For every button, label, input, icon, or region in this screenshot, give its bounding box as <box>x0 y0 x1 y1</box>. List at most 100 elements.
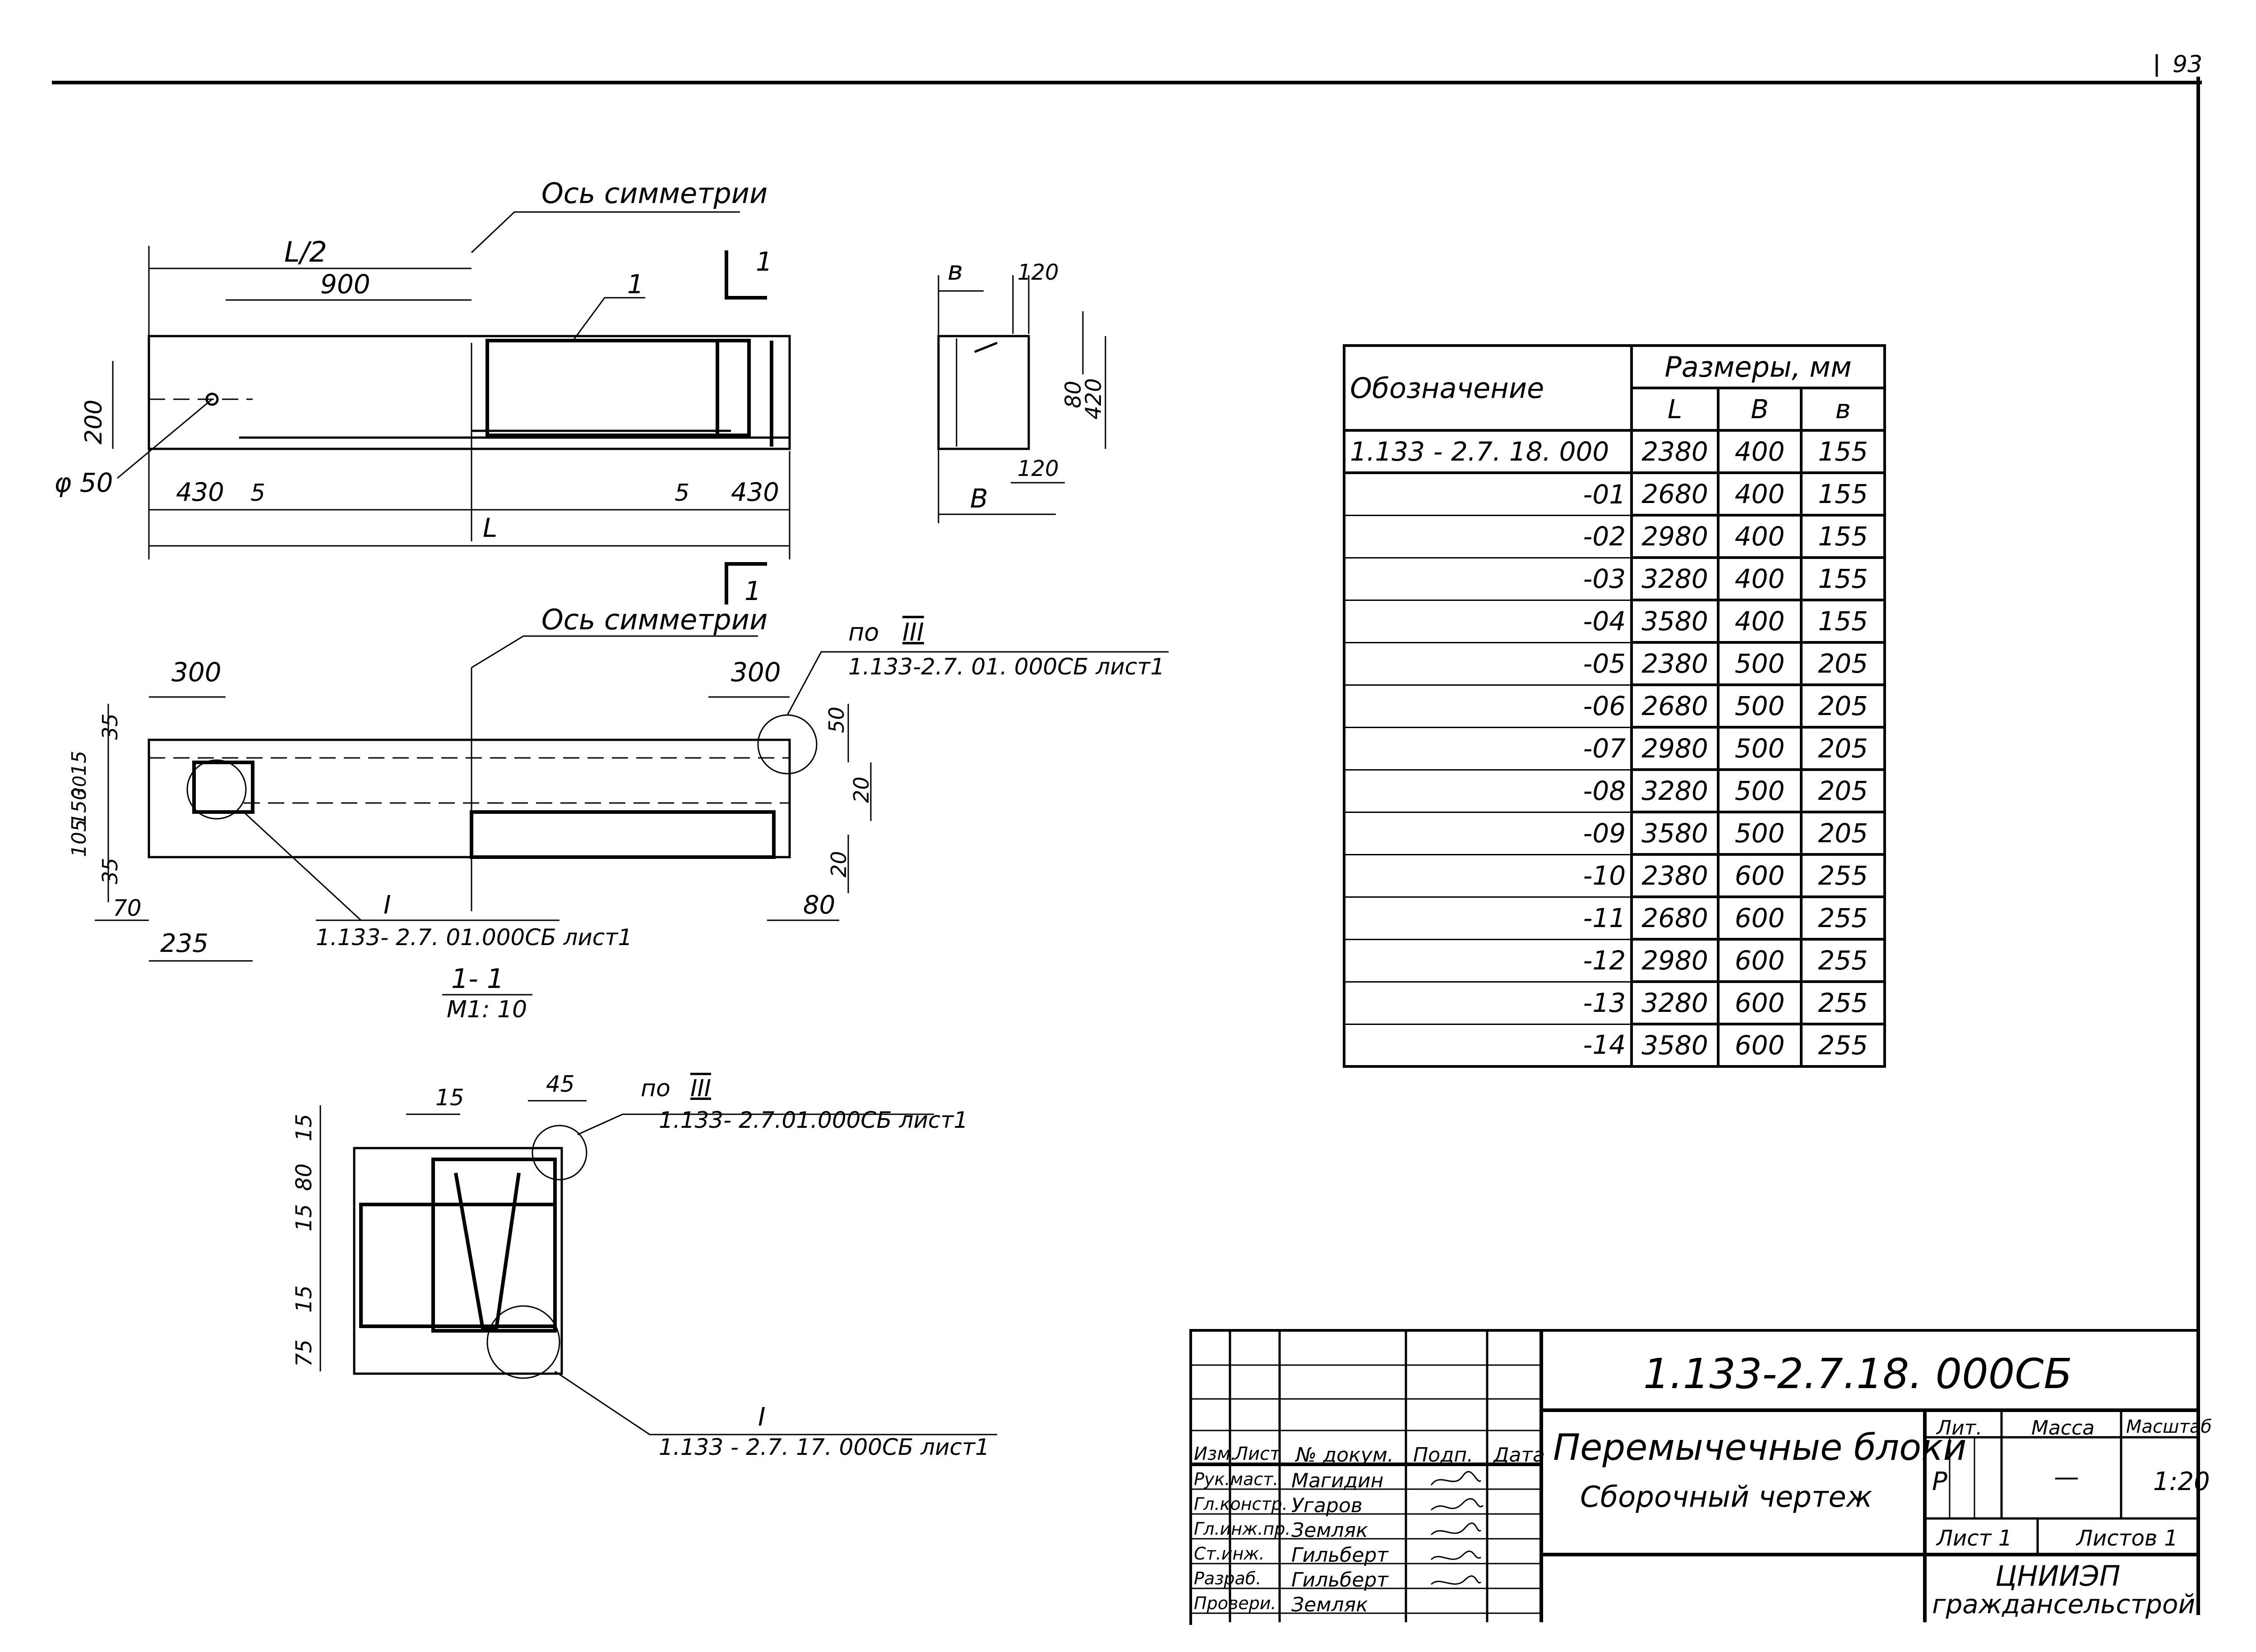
sheet-label: Лист 1 <box>1937 1526 2012 1551</box>
plan-hole-leader <box>117 398 213 479</box>
section-mark-top <box>725 250 767 300</box>
head-doc: № докум. <box>1296 1444 1394 1467</box>
section-outline <box>353 1147 563 1375</box>
row-b: 155 <box>1800 556 1886 601</box>
row-b: 205 <box>1800 811 1886 856</box>
section-stirrup <box>359 1203 557 1328</box>
callout-1-leader <box>572 297 645 341</box>
scale-label: Масштаб <box>2126 1417 2212 1437</box>
dim-5-left: 5 <box>250 480 265 507</box>
row-code: -11 <box>1342 897 1633 940</box>
signatures <box>1430 1471 1484 1585</box>
drawing-title: Перемычечные блоки <box>1553 1426 1967 1468</box>
page-number: 93 <box>2173 51 2202 78</box>
name-5: Земляк <box>1291 1593 1368 1616</box>
elev-dim-20-top: 20 <box>849 776 874 803</box>
row-code: -02 <box>1342 515 1633 558</box>
row-b: 255 <box>1800 980 1886 1025</box>
side-view: в 120 80 420 120 В <box>937 255 1106 523</box>
row-B: 400 <box>1716 471 1803 517</box>
row-code: -01 <box>1342 473 1633 516</box>
row-code: 1.133 - 2.7. 18. 000 <box>1342 429 1633 474</box>
row-B: 500 <box>1716 811 1803 856</box>
row-b: 155 <box>1800 514 1886 559</box>
row-b: 255 <box>1800 938 1886 983</box>
dim-430-left: 430 <box>176 478 224 507</box>
section-detail-III-circle <box>532 1125 587 1181</box>
row-b: 255 <box>1800 895 1886 941</box>
row-L: 2980 <box>1630 726 1720 771</box>
role-4: Разраб. <box>1194 1569 1262 1588</box>
row-b: 205 <box>1800 768 1886 813</box>
role-0: Рук.маст. <box>1194 1469 1279 1489</box>
sheets-label: Листов 1 <box>2076 1526 2178 1551</box>
section-view: по III 1.133- 2.7.01.000СБ лист1 I 1.133… <box>291 1071 997 1460</box>
elevation-cage <box>470 810 776 859</box>
row-L: 2380 <box>1630 853 1720 898</box>
row-L: 2680 <box>1630 471 1720 517</box>
name-3: Гильберт <box>1291 1544 1388 1567</box>
section-ref-bottom-leader <box>555 1371 997 1435</box>
elev-dim-70: 70 <box>113 895 142 921</box>
row-b: 255 <box>1800 1023 1886 1068</box>
row-L: 3580 <box>1630 1023 1720 1068</box>
name-4: Гильберт <box>1291 1569 1388 1592</box>
row-B: 500 <box>1716 641 1803 686</box>
row-code: -09 <box>1342 812 1633 855</box>
row-b: 205 <box>1800 683 1886 729</box>
row-b: 205 <box>1800 641 1886 686</box>
row-B: 500 <box>1716 726 1803 771</box>
elevation-ref-top-roman: III <box>902 618 924 646</box>
spec-table: Обозначение Размеры, мм L В в 1.133 - 2.… <box>1342 344 1886 1068</box>
dim-200: 200 <box>80 400 107 444</box>
head-sign: Подп. <box>1413 1444 1474 1467</box>
section-ref-top-doc: 1.133- 2.7.01.000СБ лист1 <box>659 1107 968 1133</box>
section-dim-15-low: 15 <box>291 1285 317 1313</box>
elev-dim-300-left: 300 <box>171 657 222 688</box>
dim-430-right: 430 <box>731 478 779 507</box>
row-b: 255 <box>1800 853 1886 898</box>
elev-dim-235: 235 <box>160 929 208 958</box>
row-code: -03 <box>1342 558 1633 601</box>
section-detail-I-circle <box>486 1305 560 1379</box>
section-loop <box>454 1172 521 1330</box>
row-B: 400 <box>1716 556 1803 601</box>
header-B: В <box>1716 387 1803 432</box>
side-dim-b-small: в <box>948 255 963 286</box>
row-L: 3280 <box>1630 556 1720 601</box>
section-dim-80: 80 <box>291 1163 317 1191</box>
elevation-outline <box>148 738 791 858</box>
section-ref-top-roman: III <box>690 1075 711 1102</box>
plan-view: L/2 900 200 φ 50 430 5 5 430 L Ось симме… <box>54 177 791 606</box>
dim-900: 900 <box>320 269 370 300</box>
row-code: -06 <box>1342 685 1633 728</box>
scale-value: 1:20 <box>2153 1467 2210 1496</box>
elevation-ref-top-doc: 1.133-2.7. 01. 000СБ лист1 <box>848 654 1165 680</box>
section-mark-bottom-label: 1 <box>744 576 761 606</box>
head-list: Лист <box>1234 1444 1281 1464</box>
row-L: 3580 <box>1630 811 1720 856</box>
row-L: 3580 <box>1630 599 1720 644</box>
row-B: 600 <box>1716 938 1803 983</box>
org-line-2: граждансельстрой <box>1932 1589 2196 1620</box>
section-dim-75: 75 <box>291 1339 317 1367</box>
drawing-subtitle: Сборочный чертеж <box>1580 1481 1872 1514</box>
header-L: L <box>1630 387 1720 432</box>
title-block-grid <box>1189 1329 2198 1622</box>
elev-dim-20-bottom: 20 <box>827 851 851 877</box>
row-L: 3280 <box>1630 768 1720 813</box>
row-code: -07 <box>1342 727 1633 771</box>
row-code: -08 <box>1342 770 1633 813</box>
lit-label: Лит. <box>1937 1417 1983 1440</box>
row-B: 600 <box>1716 853 1803 898</box>
